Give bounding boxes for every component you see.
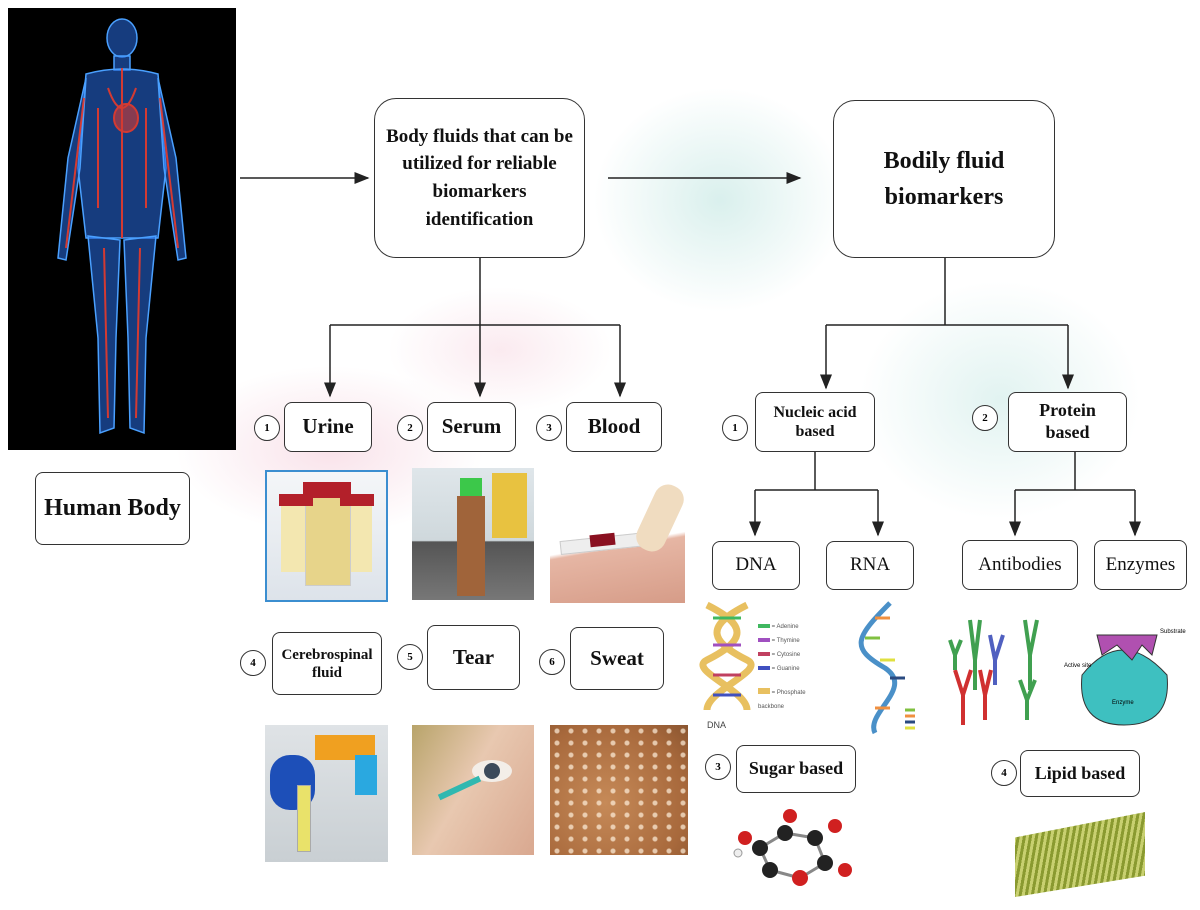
dna-label: DNA (712, 541, 800, 590)
serum-image (412, 468, 534, 600)
enzymes-label: Enzymes (1094, 540, 1187, 590)
enzymes-image: Substrate Active site Enzyme (1062, 605, 1195, 730)
legend-cytosine: = Cytosine (771, 652, 801, 658)
number-badge: 4 (240, 650, 266, 676)
rna-image (845, 598, 930, 735)
dna-image: DNA = Adenine = Thymine = Cytosine = Gua… (692, 598, 845, 735)
legend-adenine: = Adenine (771, 624, 799, 630)
number-badge: 5 (397, 644, 423, 670)
dna-caption: DNA (707, 720, 727, 730)
urine-label: Urine (284, 402, 372, 452)
sugar-molecule-image (730, 808, 860, 898)
substrate-label: Substrate (1160, 629, 1186, 635)
legend-guanine: = Guanine (771, 666, 800, 672)
number-badge: 1 (722, 415, 748, 441)
number-badge: 3 (536, 415, 562, 441)
human-body-image (8, 8, 236, 450)
number-badge: 3 (705, 754, 731, 780)
tear-image (412, 725, 534, 855)
bodily-fluid-biomarkers-box: Bodily fluid biomarkers (833, 100, 1055, 258)
sweat-image (550, 725, 688, 855)
number-badge: 2 (397, 415, 423, 441)
tear-label: Tear (427, 625, 520, 690)
number-badge: 6 (539, 649, 565, 675)
body-fluids-box: Body fluids that can be utilized for rel… (374, 98, 585, 258)
number-badge: 2 (972, 405, 998, 431)
lipid-based-label: Lipid based (1020, 750, 1140, 797)
sugar-based-label: Sugar based (736, 745, 856, 793)
sweat-label: Sweat (570, 627, 664, 690)
serum-label: Serum (427, 402, 516, 452)
cerebrospinal-fluid-label: Cerebrospinal fluid (272, 632, 382, 695)
protein-based-label: Protein based (1008, 392, 1127, 452)
human-body-label: Human Body (35, 472, 190, 545)
legend-thymine: = Thymine (771, 638, 800, 644)
antibodies-label: Antibodies (962, 540, 1078, 590)
antibodies-image (945, 610, 1060, 730)
nucleic-acid-based-label: Nucleic acid based (755, 392, 875, 452)
cerebrospinal-fluid-image (265, 725, 388, 862)
number-badge: 1 (254, 415, 280, 441)
urine-image (265, 470, 388, 602)
rna-label: RNA (826, 541, 914, 590)
number-badge: 4 (991, 760, 1017, 786)
active-site-label: Active site (1064, 663, 1092, 669)
legend-phosphate-backbone: = Phosphate backbone (758, 690, 806, 710)
blood-image (550, 468, 685, 603)
enzyme-label: Enzyme (1112, 700, 1134, 706)
blood-label: Blood (566, 402, 662, 452)
